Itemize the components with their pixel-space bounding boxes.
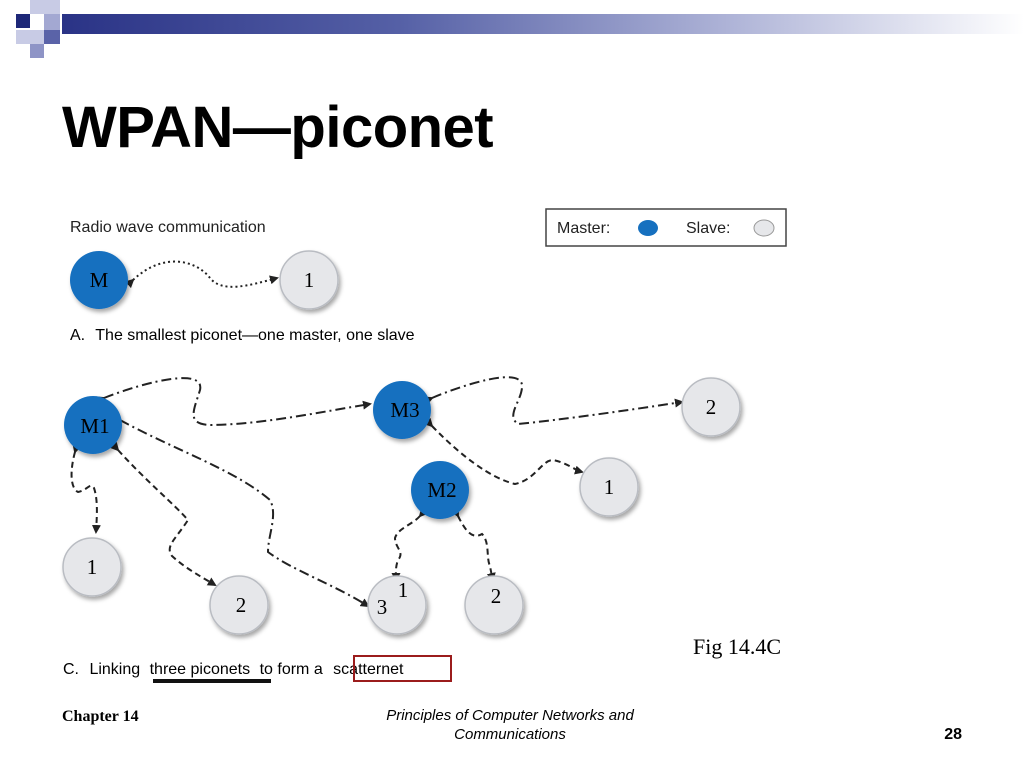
figure-label: Fig 14.4C — [693, 634, 782, 659]
node-m3 — [373, 381, 431, 439]
node-m1-slave-2 — [209, 575, 269, 635]
legend-master-swatch — [638, 220, 658, 236]
caption-c-text-2: three piconets — [150, 661, 251, 678]
caption-c-underline — [153, 679, 271, 683]
link-a-master-slave — [124, 260, 279, 289]
node-a-master-label: M — [90, 268, 109, 292]
node-m2-slave-2-label: 2 — [491, 584, 502, 608]
logo-square-light-2 — [44, 14, 60, 30]
node-m3-slave-2-label: 2 — [706, 395, 717, 419]
link-m2-shared-slave — [391, 507, 429, 582]
node-m2-label: M2 — [427, 478, 456, 502]
caption-c-text-4: scatternet — [333, 661, 404, 678]
node-m2-slave-2 — [464, 575, 524, 635]
link-m1-m3 — [95, 377, 372, 427]
slide-title: WPAN—piconet — [62, 95, 494, 160]
logo-square-light-3 — [16, 30, 44, 44]
footer-book-title: Principles of Computer Networks and Comm… — [340, 706, 680, 744]
node-m1 — [64, 396, 122, 454]
footer-book-line-2: Communications — [454, 726, 566, 743]
caption-a: A. The smallest piconet—one master, one … — [70, 327, 415, 344]
node-shared-slave-label-3: 3 — [377, 595, 388, 619]
node-m3-slave-1 — [579, 457, 639, 517]
link-m1-slave-2 — [109, 441, 217, 587]
caption-c: C. Linking three piconets to form a scat… — [63, 661, 404, 678]
node-m3-slave-2 — [681, 377, 741, 437]
logo-square-light-1 — [30, 0, 60, 14]
node-shared-slave — [367, 575, 427, 635]
node-a-slave — [279, 250, 339, 310]
node-m3-slave-1-label: 1 — [604, 475, 615, 499]
node-m1-slave-1-label: 1 — [87, 555, 98, 579]
scatternet-highlight-box — [353, 655, 452, 682]
legend-master-label: Master: — [557, 220, 610, 237]
node-m3-label: M3 — [390, 398, 419, 422]
link-m3-slave-2 — [423, 376, 684, 426]
caption-a-letter: A. — [70, 327, 85, 344]
link-m3-slave-1 — [423, 417, 584, 486]
footer-chapter: Chapter 14 — [62, 708, 139, 725]
node-m1-label: M1 — [80, 414, 109, 438]
footer-book-line-1: Principles of Computer Networks and — [386, 707, 634, 724]
footer-page-number: 28 — [944, 726, 962, 743]
node-shared-slave-label-1: 1 — [398, 578, 409, 602]
node-a-slave-label: 1 — [304, 268, 315, 292]
legend-box — [545, 208, 787, 247]
legend-slave-label: Slave: — [686, 220, 730, 237]
logo-square-dark-1 — [16, 14, 30, 28]
logo-square-light-4 — [30, 44, 44, 58]
node-m1-slave-2-label: 2 — [236, 593, 247, 617]
caption-c-letter: C. — [63, 661, 79, 678]
node-m2 — [411, 461, 469, 519]
header-gradient-bar — [62, 14, 1024, 34]
logo-square-dark-2 — [44, 30, 60, 44]
caption-c-text-1: Linking — [89, 661, 140, 678]
node-a-master — [70, 251, 128, 309]
link-m2-slave-2 — [450, 507, 496, 582]
link-m1-slave-1 — [70, 444, 101, 534]
caption-c-text-3: to form a — [260, 661, 323, 678]
legend-slave-swatch — [753, 219, 775, 237]
node-m1-slave-1 — [62, 537, 122, 597]
radio-wave-heading: Radio wave communication — [70, 219, 266, 236]
link-m1-shared-slave — [111, 412, 370, 608]
caption-a-text: The smallest piconet—one master, one sla… — [95, 327, 414, 344]
